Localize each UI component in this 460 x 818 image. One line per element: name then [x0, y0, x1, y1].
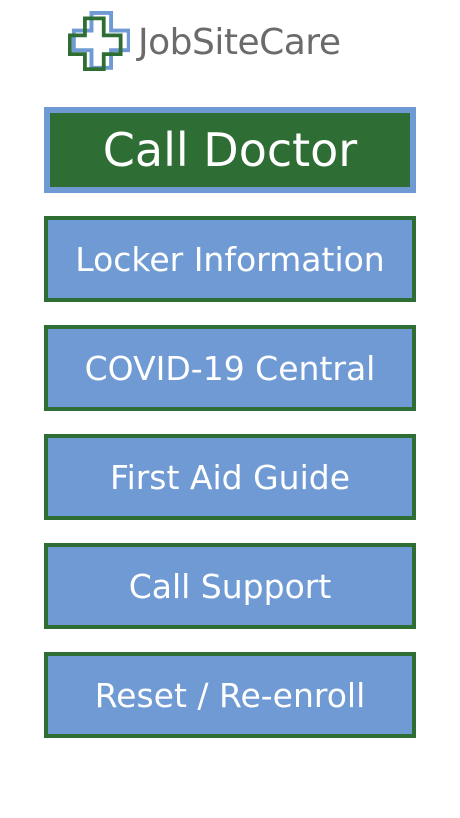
first-aid-guide-button[interactable]: First Aid Guide [44, 434, 416, 520]
call-doctor-button[interactable]: Call Doctor [44, 107, 416, 193]
reset-reenroll-button[interactable]: Reset / Re-enroll [44, 652, 416, 738]
brand-name: JobSiteCare [138, 22, 341, 63]
app-header: JobSiteCare [66, 10, 396, 76]
locker-information-button[interactable]: Locker Information [44, 216, 416, 302]
covid-central-button[interactable]: COVID-19 Central [44, 325, 416, 411]
call-support-button[interactable]: Call Support [44, 543, 416, 629]
medical-cross-logo-icon [66, 11, 130, 75]
